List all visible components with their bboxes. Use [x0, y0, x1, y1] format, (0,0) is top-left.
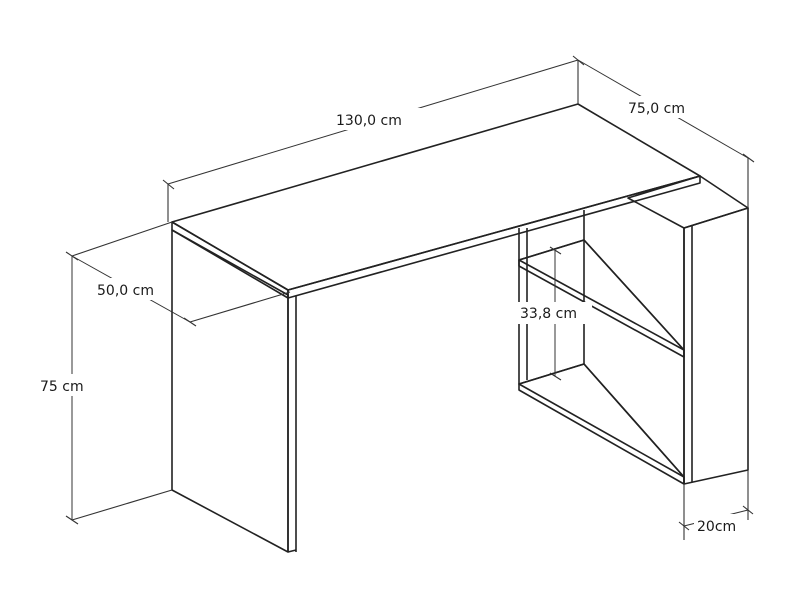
label-bg [624, 96, 702, 118]
label-desk-depth: 50,0 cm [97, 283, 154, 299]
label-shelf-length: 75,0 cm [628, 101, 685, 117]
middle-shelf-face [518, 239, 685, 351]
label-shelf-spacing: 33,8 cm [520, 306, 577, 322]
dim-tick [65, 251, 79, 261]
desk-top [171, 103, 701, 291]
label-desk-length: 130,0 cm [336, 113, 402, 129]
label-bg [518, 302, 592, 324]
dim-tick [71, 221, 173, 257]
dim-tick [742, 505, 754, 515]
label-height: 75 cm [40, 379, 84, 395]
desk [171, 103, 701, 553]
dimension-labels: 130,0 cm 75,0 cm 50,0 cm 75 cm 33,8 cm 2… [22, 96, 746, 536]
label-bg [330, 108, 422, 130]
shelf-unit [518, 175, 749, 485]
bottom-shelf-face [518, 363, 685, 478]
label-bg [94, 278, 168, 300]
label-bg [694, 514, 746, 536]
dim-tick [183, 317, 197, 327]
dim-tick [678, 521, 690, 531]
shelf-side-panel [683, 207, 749, 485]
dim-tick [549, 372, 562, 381]
middle-shelf [518, 239, 685, 358]
shelf-unit-top [627, 175, 749, 229]
label-shelf-depth: 20cm [697, 519, 736, 535]
desk-leg-bottom [287, 549, 297, 553]
dim-tick [549, 246, 562, 255]
dim-tick [162, 179, 175, 190]
desk-left-leg [171, 229, 289, 553]
dim-tick [71, 489, 173, 521]
dim-tick [189, 291, 291, 323]
dim-tick [742, 153, 755, 163]
desk-top-front-edge [287, 175, 701, 299]
desk-top-edge [171, 221, 289, 299]
label-bg [22, 374, 104, 396]
bottom-shelf [518, 363, 685, 485]
